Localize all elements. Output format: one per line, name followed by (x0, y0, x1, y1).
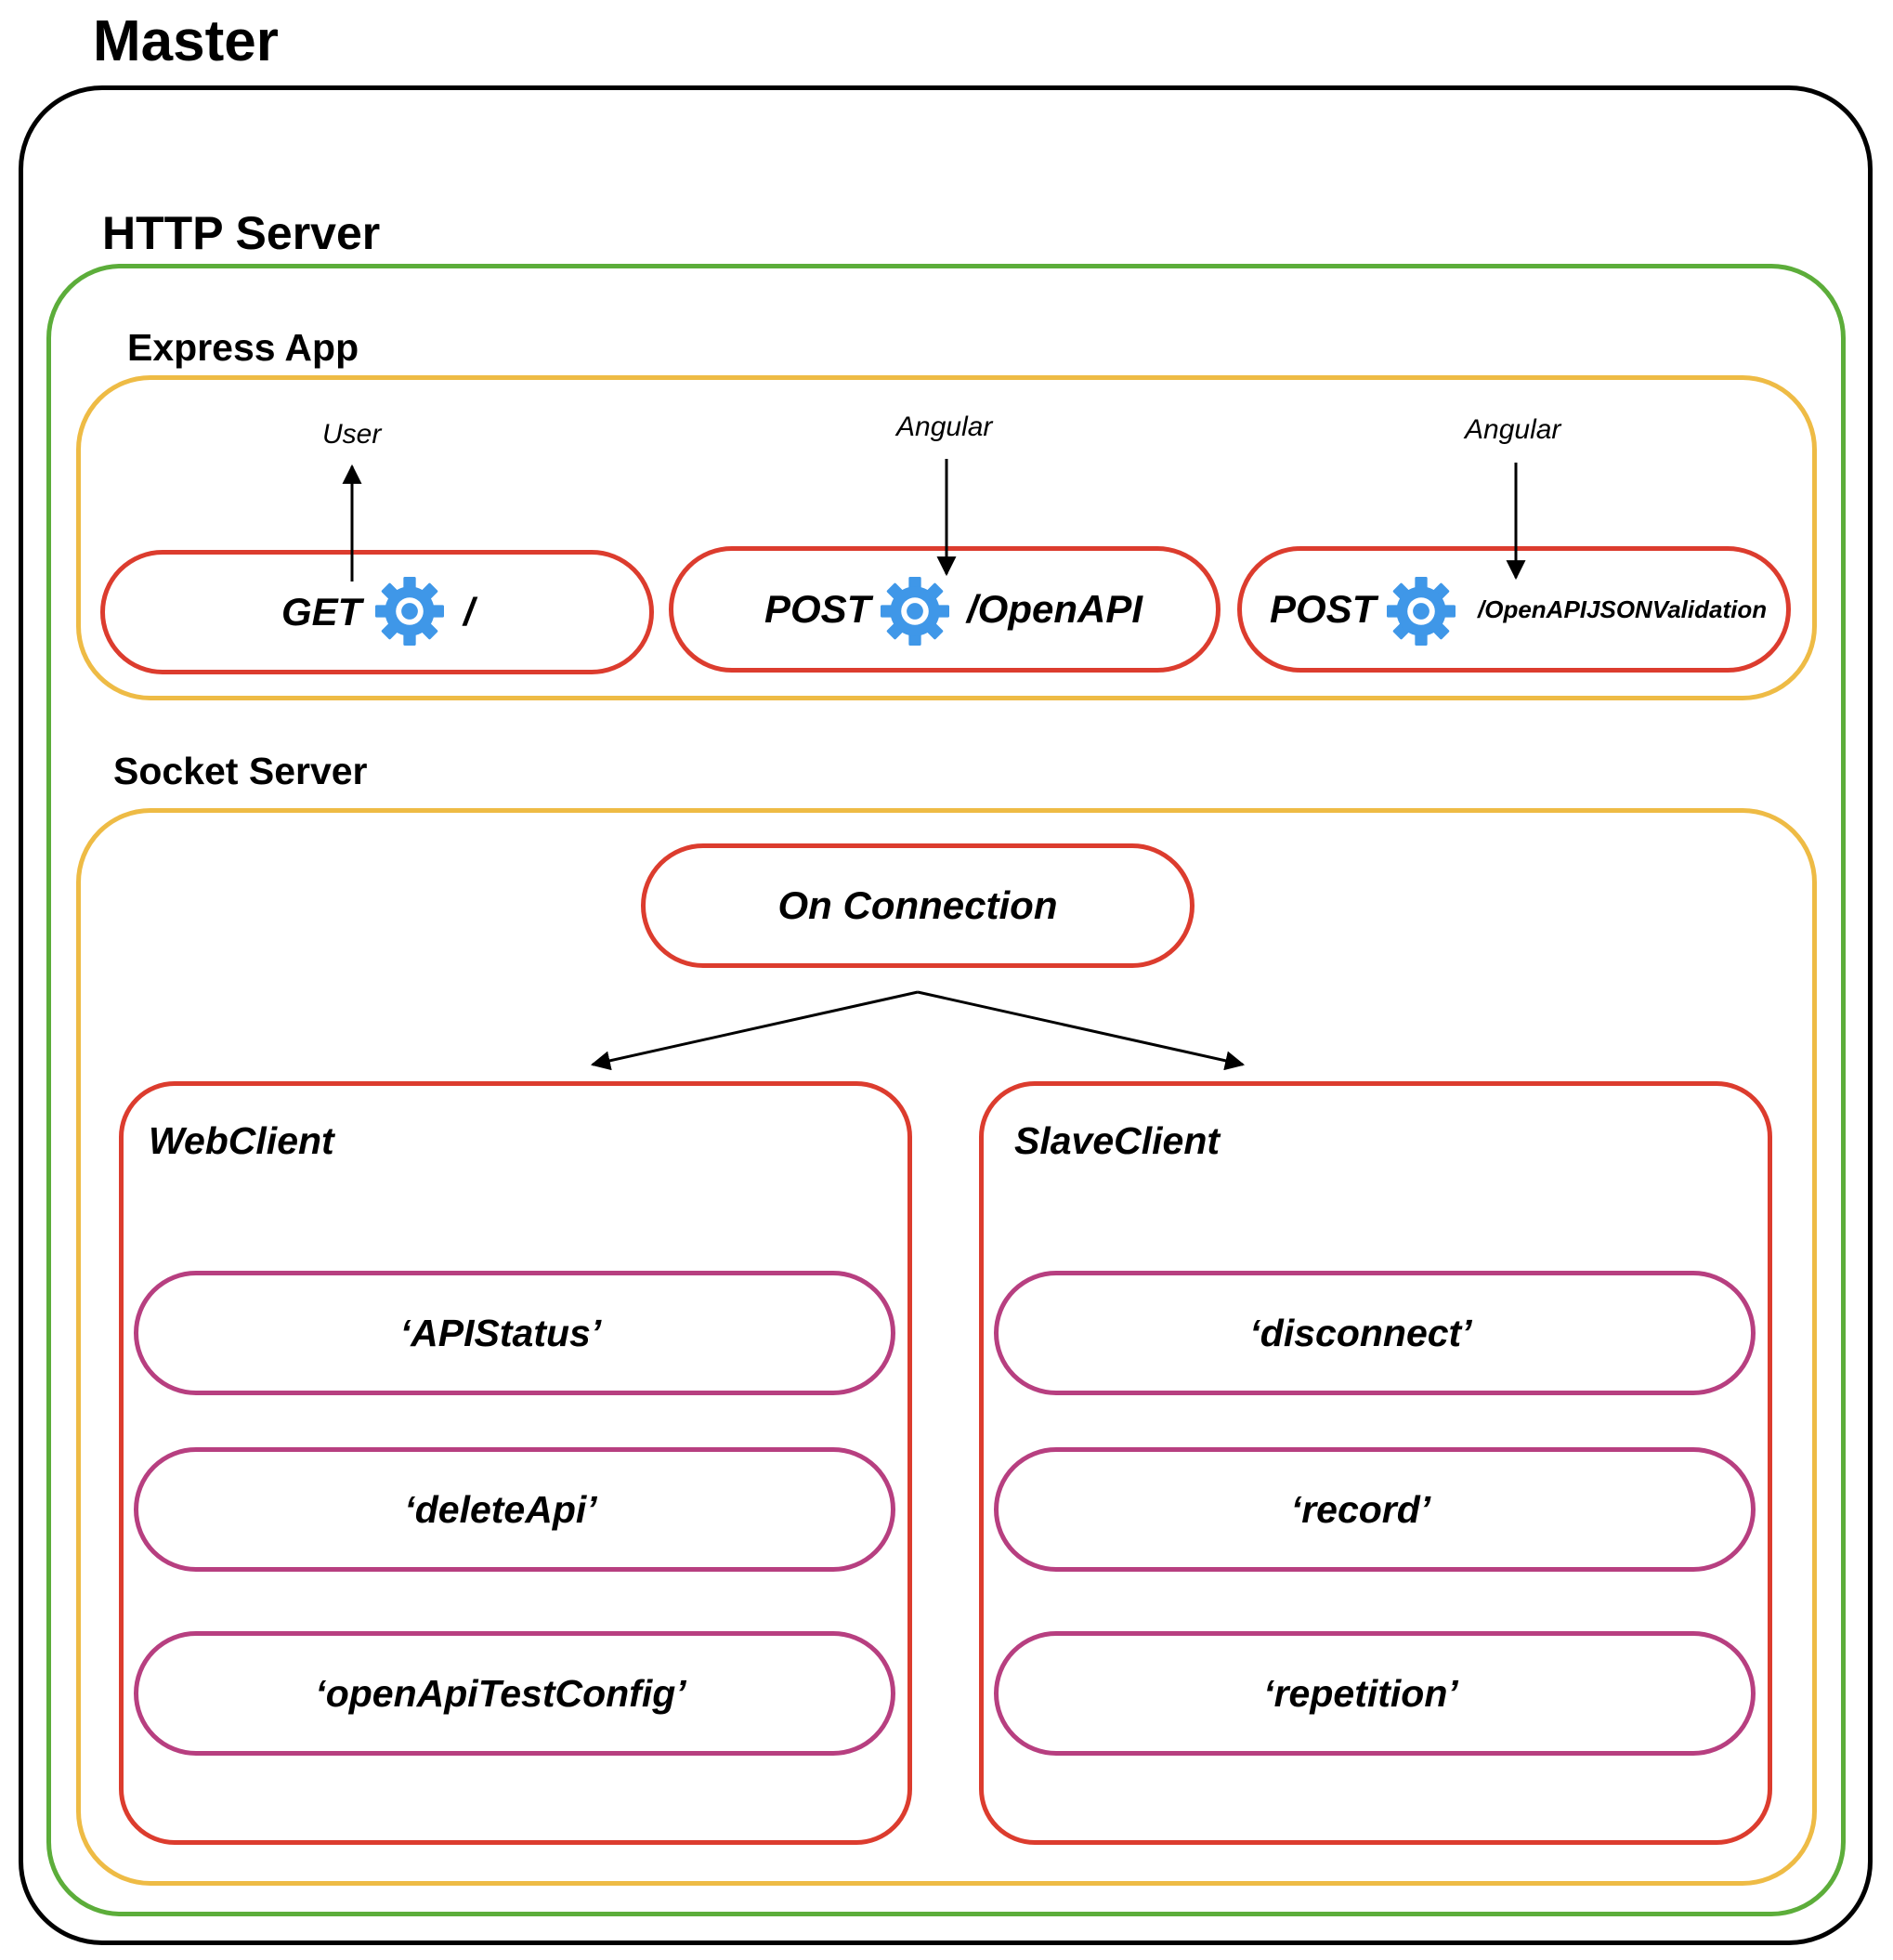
slave-client-title: SlaveClient (1014, 1119, 1221, 1162)
web-client-container (119, 1081, 912, 1845)
annotation-angular: Angular (896, 412, 993, 442)
http-server-title: HTTP Server (102, 207, 381, 259)
express-app-container (76, 375, 1817, 700)
route-method: GET (281, 590, 362, 634)
slave-client-event[interactable]: ‘repetition’ (994, 1631, 1756, 1756)
event-label: ‘repetition’ (1263, 1671, 1458, 1715)
arrow-to-slaveclient (917, 990, 1246, 1071)
master-container (19, 85, 1873, 1945)
route-path: / (463, 590, 475, 634)
event-label: ‘openApiTestConfig’ (315, 1671, 686, 1715)
annotation-angular: Angular (1465, 414, 1561, 445)
web-client-title: WebClient (149, 1119, 334, 1162)
on-connection-node[interactable]: On Connection (641, 843, 1195, 968)
master-title: Master (93, 9, 279, 73)
event-label: ‘record’ (1290, 1487, 1431, 1531)
route-method: POST (764, 587, 871, 631)
event-label: ‘disconnect’ (1249, 1311, 1472, 1354)
annotation-user: User (322, 419, 382, 450)
express-app-title: Express App (127, 326, 359, 369)
route-post-openapi[interactable]: POST /OpenAPI (669, 546, 1221, 673)
route-path: /OpenAPIJSONValidation (1478, 595, 1768, 623)
event-label: ‘APIStatus’ (399, 1311, 602, 1354)
socket-server-container (76, 808, 1817, 1886)
web-client-event[interactable]: ‘deleteApi’ (134, 1447, 895, 1572)
socket-server-title: Socket Server (113, 750, 368, 792)
route-path: /OpenAPI (967, 587, 1143, 631)
route-method: POST (1270, 587, 1377, 631)
web-client-event[interactable]: ‘openApiTestConfig’ (134, 1631, 895, 1756)
slave-client-event[interactable]: ‘disconnect’ (994, 1271, 1756, 1395)
route-post-openapi-json-validation[interactable]: POST /OpenAPIJSONValidation (1237, 546, 1791, 673)
http-server-container (46, 264, 1846, 1916)
arrow-to-webclient (590, 990, 919, 1071)
slave-client-container (979, 1081, 1772, 1845)
event-label: ‘deleteApi’ (404, 1487, 597, 1531)
route-get-root[interactable]: GET / (100, 550, 654, 674)
on-connection-label: On Connection (777, 883, 1058, 927)
web-client-event[interactable]: ‘APIStatus’ (134, 1271, 895, 1395)
slave-client-event[interactable]: ‘record’ (994, 1447, 1756, 1572)
